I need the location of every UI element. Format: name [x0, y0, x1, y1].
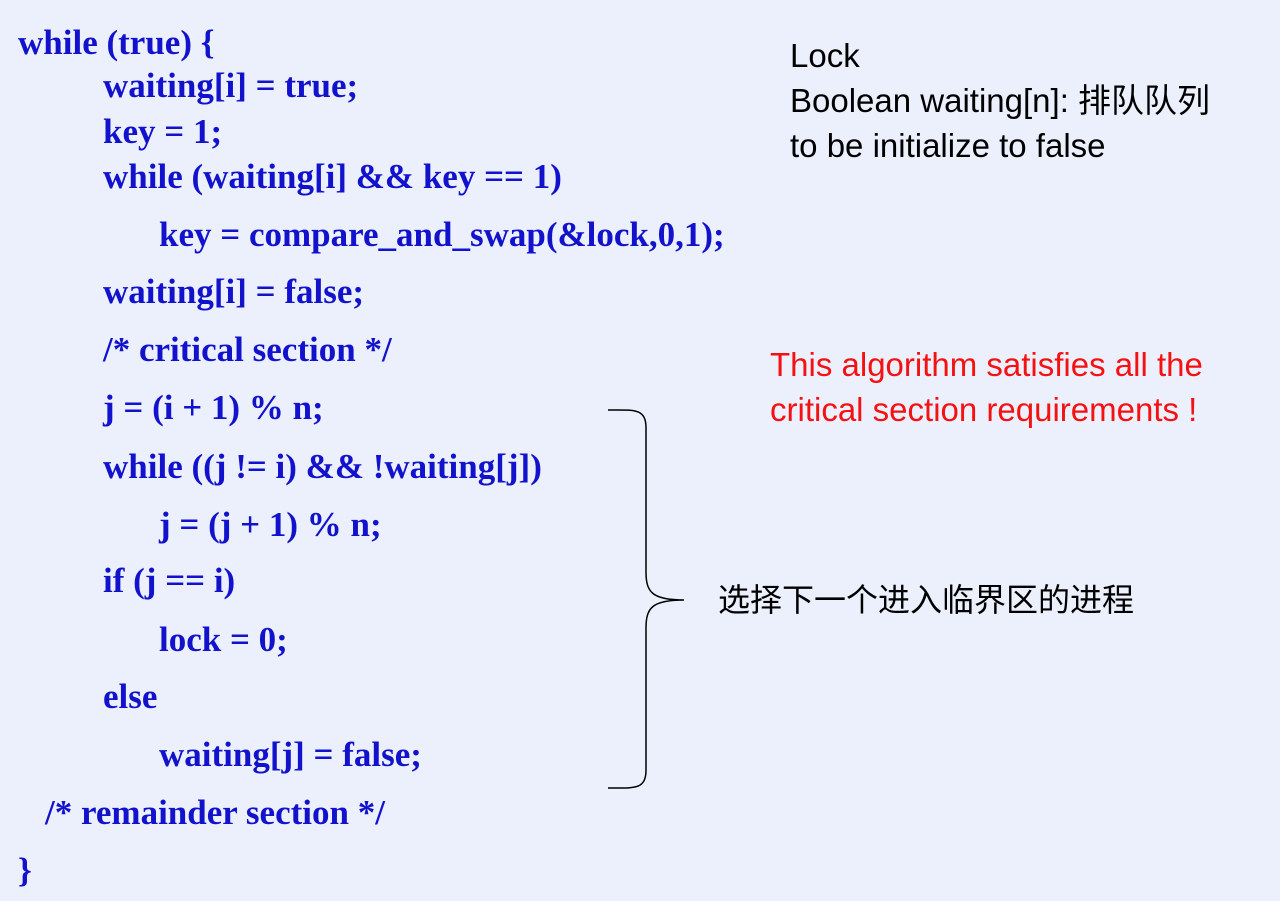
- code-line-compare-and-swap: key = compare_and_swap(&lock,0,1);: [159, 215, 725, 254]
- code-line-inner-while: while (waiting[i] && key == 1): [103, 157, 562, 196]
- requirements-claim-line-1: This algorithm satisfies all the: [770, 346, 1203, 383]
- code-line-next-j: j = (i + 1) % n;: [103, 388, 324, 427]
- requirements-claim-line-2: critical section requirements !: [770, 391, 1198, 428]
- code-line-remainder-section-comment: /* remainder section */: [45, 793, 385, 832]
- code-line-else: else: [103, 677, 158, 716]
- code-line-set-waiting-true: waiting[i] = true;: [103, 66, 359, 105]
- brace-annotation: 选择下一个进入临界区的进程: [718, 581, 1135, 619]
- variables-note-initialization: to be initialize to false: [790, 127, 1106, 164]
- code-line-set-key: key = 1;: [103, 112, 223, 151]
- code-line-wake-next: waiting[j] = false;: [159, 735, 422, 774]
- code-line-release-lock: lock = 0;: [159, 620, 288, 659]
- code-line-set-waiting-false: waiting[i] = false;: [103, 272, 365, 311]
- code-line-scan-while: while ((j != i) && !waiting[j]): [103, 447, 542, 486]
- variables-note-lock: Lock: [790, 37, 860, 74]
- code-line-outer-while: while (true) {: [18, 23, 215, 62]
- code-line-critical-section-comment: /* critical section */: [103, 330, 392, 369]
- variables-note-waiting-array: Boolean waiting[n]: 排队队列: [790, 82, 1211, 119]
- code-line-increment-j: j = (j + 1) % n;: [159, 505, 382, 544]
- right-curly-brace: [607, 409, 685, 789]
- code-line-closing-brace: }: [18, 851, 32, 890]
- code-line-if-condition: if (j == i): [103, 561, 236, 600]
